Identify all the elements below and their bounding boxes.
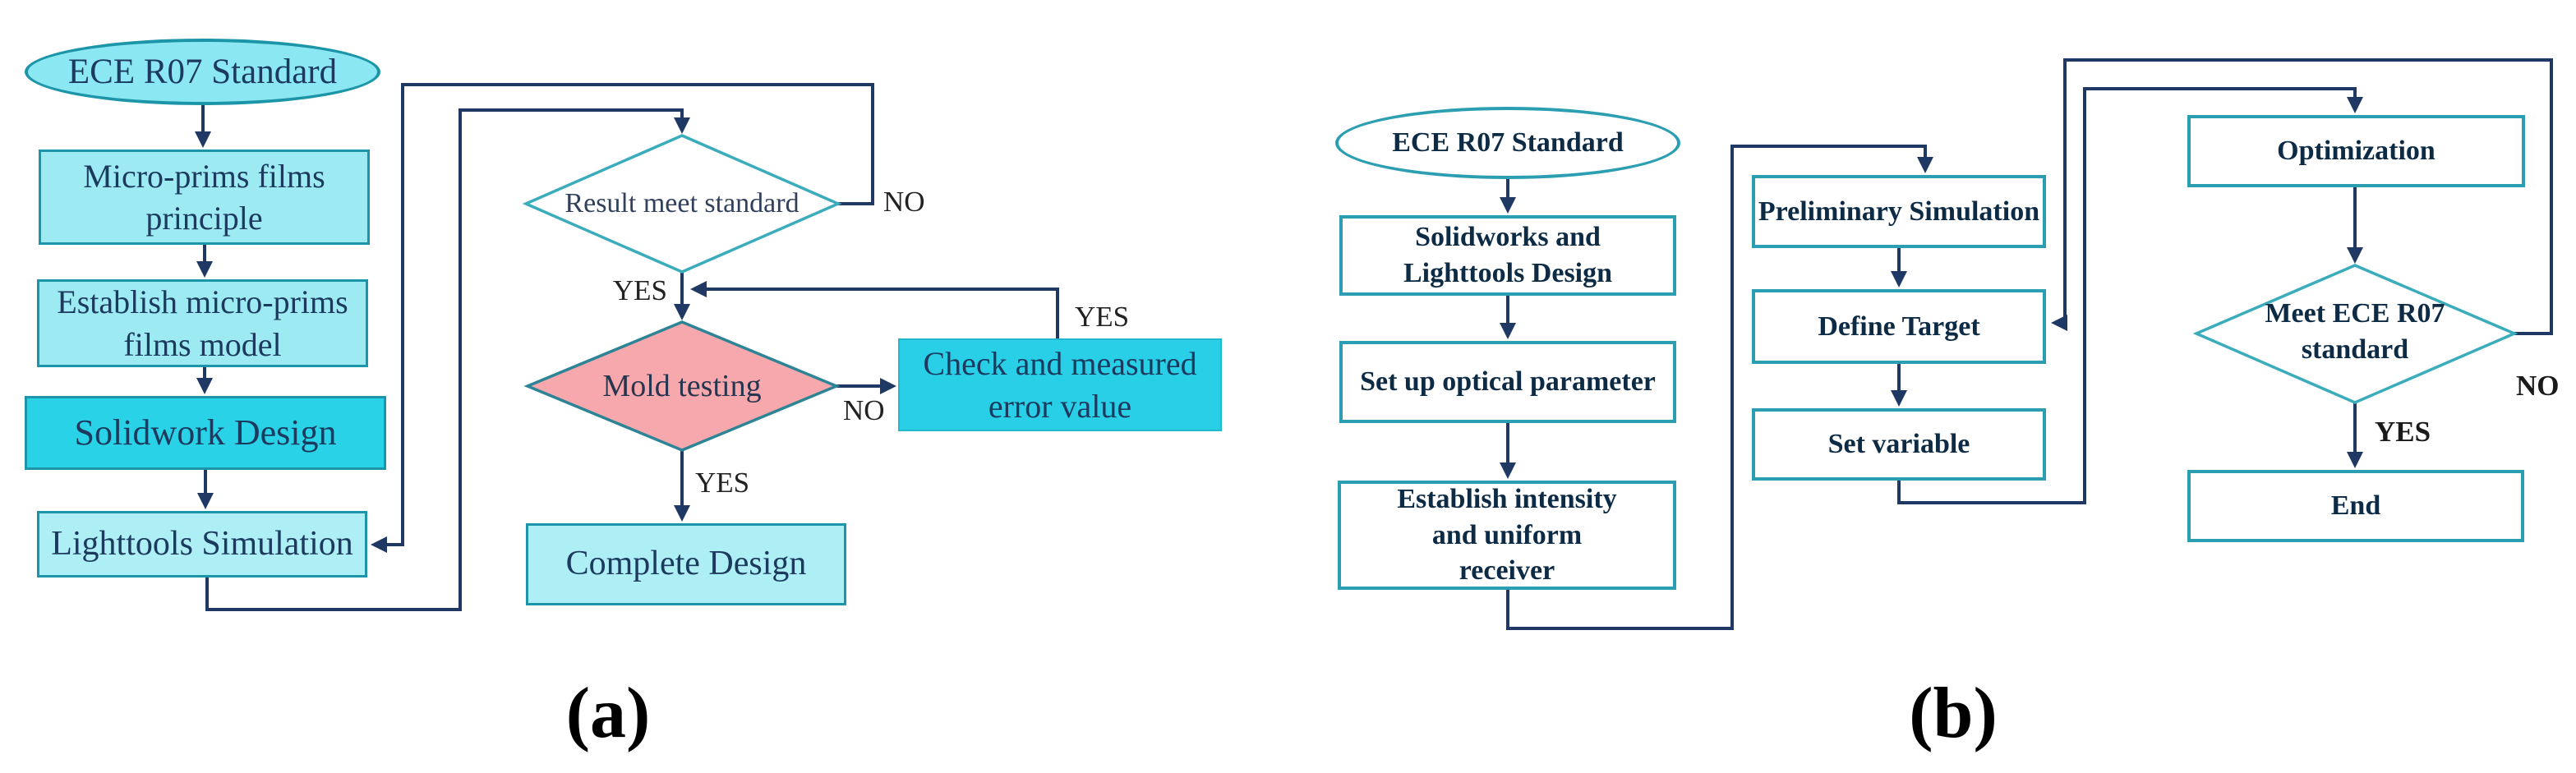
b-connector-decision-no-loop-to-define: [2051, 58, 2553, 335]
a-solidwork-step: Solidwork Design: [25, 396, 386, 470]
b-set-variable-step: Set variable: [1752, 408, 2046, 481]
a-mold-decision-label: Mold testing: [602, 368, 762, 403]
a-mold-no-label: NO: [843, 394, 885, 426]
b-meet-decision-label: Meet ECE R07 standard: [2265, 298, 2445, 365]
a-connector-check-yes-loop: [690, 281, 1059, 338]
b-decision-no-label: NO: [2516, 370, 2560, 402]
b-preliminary-step: Preliminary Simulation: [1752, 175, 2046, 248]
a-check-error-step: Check and measured error value: [898, 338, 1222, 431]
a-connector-result-no-loop-to-lighttools: [371, 83, 874, 553]
b-connector-setvariable-to-optimization: [1897, 87, 2363, 504]
b-end-terminator: End: [2187, 470, 2524, 542]
b-connector-receiver-to-preliminary: [1506, 145, 1933, 630]
b-start-terminator: ECE R07 Standard: [1335, 107, 1680, 179]
a-start-terminator: ECE R07 Standard: [25, 39, 380, 105]
a-model-step: Establish micro-prims films model: [37, 279, 368, 367]
a-complete-step: Complete Design: [526, 523, 846, 605]
a-result-no-label: NO: [883, 186, 925, 218]
caption-subfigure-b: (b): [1909, 674, 1998, 753]
caption-subfigure-a: (a): [565, 674, 651, 753]
a-check-yes-label: YES: [1075, 301, 1130, 333]
b-design-step: Solidworks and Lighttools Design: [1339, 215, 1676, 296]
b-decision-yes-label: YES: [2375, 416, 2431, 448]
a-connector-lighttools-to-result-decision: [205, 108, 690, 611]
b-optimization-step: Optimization: [2187, 115, 2525, 187]
a-mold-decision-diamond: [523, 320, 841, 452]
b-define-target-step: Define Target: [1752, 289, 2046, 364]
a-lighttools-step: Lighttools Simulation: [37, 511, 367, 577]
a-result-decision-label: Result meet standard: [565, 188, 800, 219]
a-result-decision-diamond: [522, 134, 842, 274]
b-receiver-step: Establish intensity and uniform receiver: [1338, 481, 1676, 590]
a-principle-step: Micro-prims films principle: [39, 150, 370, 245]
a-mold-yes-label: YES: [695, 467, 750, 499]
b-meet-decision-diamond: [2192, 264, 2518, 404]
b-optical-step: Set up optical parameter: [1339, 341, 1676, 423]
a-result-yes-label: YES: [612, 274, 667, 306]
